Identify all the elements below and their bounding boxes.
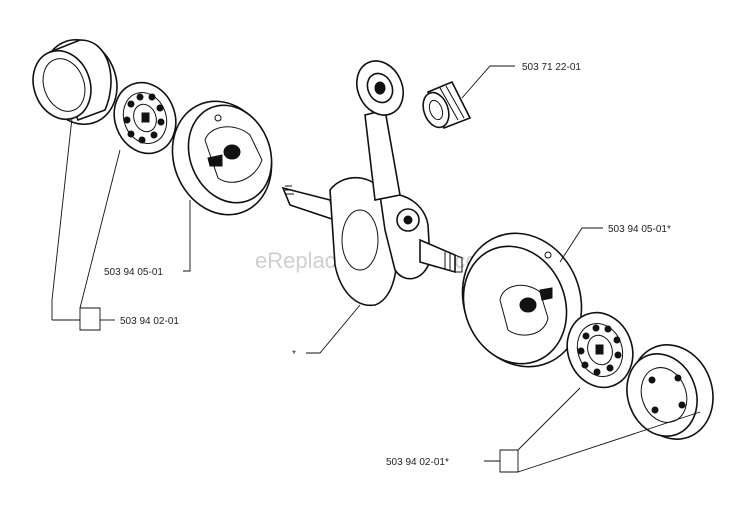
- callout-crankshaft: *: [292, 349, 296, 360]
- leader-lines: [51, 65, 701, 473]
- flywheel-half-right: [461, 232, 583, 368]
- ball-bearing-right: [566, 311, 634, 389]
- ball-bearing-left: [113, 81, 177, 155]
- callout-bearing-left: 503 94 02-01: [120, 316, 179, 327]
- crankshaft-assembly: [281, 60, 463, 307]
- callout-flywheel-half-left: 503 94 05-01: [104, 267, 163, 278]
- seal-ring-left: [32, 38, 118, 126]
- callout-bearing-right: 503 94 02-01*: [386, 457, 449, 468]
- flywheel-half-left: [171, 100, 273, 216]
- seal-ring-right: [626, 344, 714, 440]
- callout-flywheel-half-right: 503 94 05-01*: [608, 224, 671, 235]
- callout-needle-bearing: 503 71 22-01: [522, 62, 581, 73]
- needle-bearing: [422, 80, 472, 130]
